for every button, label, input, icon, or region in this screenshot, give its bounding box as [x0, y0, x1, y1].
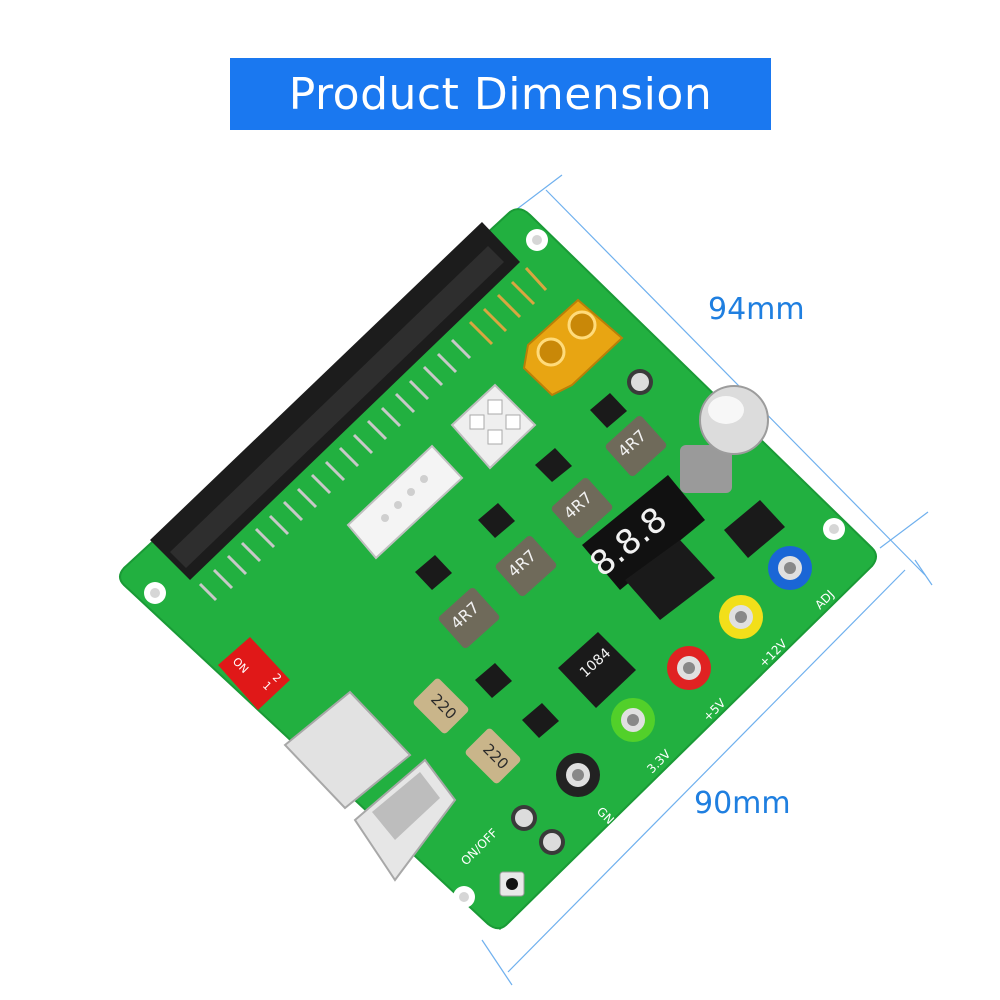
inductors: 4R7 4R7 4R7 4R7: [438, 415, 667, 649]
ic-chips: [415, 393, 785, 738]
dimension-width-label: 90mm: [694, 786, 791, 821]
dimension-depth-label: 94mm: [708, 292, 805, 327]
voltage-regulator-1084: 1084: [558, 632, 636, 708]
terminal-gnd: GND: [556, 753, 623, 834]
molex-connector: [346, 444, 464, 560]
resistors-220: 220 220: [413, 678, 521, 784]
electrolytic-capacitors: [511, 369, 653, 855]
pcie-6pin-connector: [450, 383, 537, 470]
dip-switch: ON 1 2: [218, 637, 290, 710]
dimension-line-90: [481, 559, 933, 986]
page-title: Product Dimension: [288, 68, 713, 120]
usb-ports: [283, 690, 457, 882]
potentiometer-knob: [680, 385, 769, 493]
xt60-connector: [522, 298, 624, 397]
edge-connector: [150, 222, 548, 602]
title-banner: Product Dimension: [230, 58, 771, 130]
mounting-holes: [144, 229, 845, 908]
